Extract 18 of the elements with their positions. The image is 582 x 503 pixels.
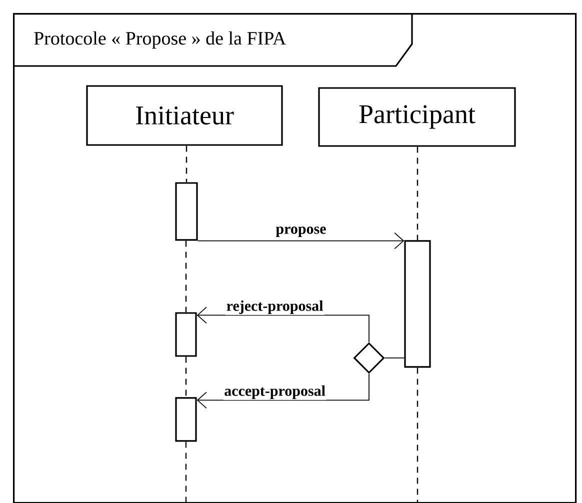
- edge-label: reject-proposal: [226, 300, 323, 314]
- edge-label: accept-proposal: [224, 385, 326, 399]
- activation-bar: [175, 397, 197, 442]
- activation-bar: [404, 240, 431, 368]
- lifeline: [185, 356, 187, 398]
- message-arrow: [197, 232, 404, 250]
- message-arrow: [196, 306, 370, 343]
- lifeline: [185, 442, 187, 503]
- lifeline: [416, 368, 418, 503]
- edge-label: propose: [276, 226, 326, 237]
- actor-box: Initiateur: [86, 85, 283, 146]
- activation-bar: [175, 312, 197, 357]
- lifeline: [416, 146, 418, 240]
- lifeline: [186, 146, 188, 182]
- actor-box: Participant: [318, 87, 516, 147]
- message-arrow: [196, 373, 370, 409]
- lifeline: [185, 240, 187, 312]
- activation-bar: [175, 182, 198, 241]
